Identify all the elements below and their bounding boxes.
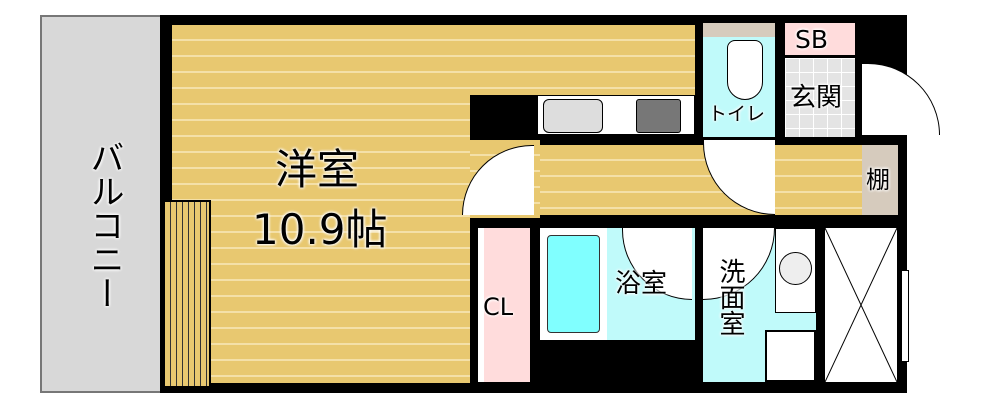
balcony xyxy=(40,15,162,393)
entrance xyxy=(785,58,855,137)
storage-space xyxy=(824,227,898,383)
closet xyxy=(478,228,530,382)
washing-machine-pan xyxy=(765,330,816,382)
stove-icon xyxy=(636,99,681,133)
sink-icon xyxy=(543,99,603,133)
bathtub-icon xyxy=(547,235,600,333)
western-room-upper xyxy=(470,25,695,95)
bathtub xyxy=(540,228,607,340)
entrance-label: 玄関 xyxy=(790,83,843,113)
washroom-label: 洗面室 xyxy=(715,258,745,336)
shelf xyxy=(862,145,898,215)
corridor xyxy=(540,145,862,215)
side-window xyxy=(901,270,909,362)
shoe-box-label: SB xyxy=(795,25,829,54)
kitchen-wall xyxy=(470,95,478,140)
closet-label: CL xyxy=(483,293,514,321)
washbasin-icon xyxy=(779,252,812,285)
toilet-label: トイレ xyxy=(708,103,766,125)
shoe-box xyxy=(785,23,855,55)
room-size: 10.9帖 xyxy=(252,205,388,254)
room-name: 洋室 xyxy=(275,145,360,194)
shelf-label: 棚 xyxy=(866,166,890,194)
toilet-icon xyxy=(727,40,763,100)
balcony-label: バルコニー xyxy=(84,140,124,310)
western-room xyxy=(172,25,470,383)
cross-mark xyxy=(824,227,898,383)
bathroom-label: 浴室 xyxy=(615,269,668,299)
balcony-window xyxy=(163,200,211,388)
entrance-door[interactable] xyxy=(862,63,940,135)
